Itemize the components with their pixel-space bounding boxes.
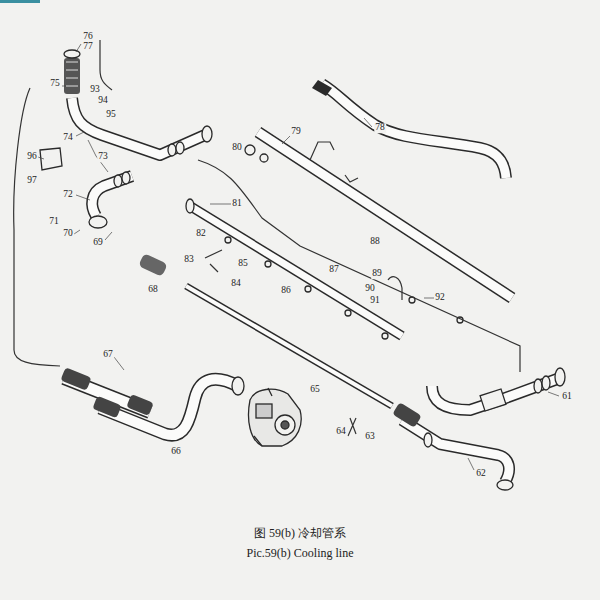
callout-number: 70: [62, 229, 74, 239]
callout-number: 62: [475, 469, 487, 479]
callout-number: 88: [369, 237, 381, 247]
callout-number: 87: [328, 265, 340, 275]
callout-number: 81: [231, 199, 243, 209]
callout-number: 93: [89, 85, 101, 95]
callout-number: 85: [237, 259, 249, 269]
callout-number: 90: [364, 284, 376, 294]
callout-number: 65: [309, 385, 321, 395]
callout-number: 76: [82, 32, 94, 42]
tubes: [64, 84, 560, 482]
callout-number: 77: [82, 42, 94, 52]
callout-number: 67: [102, 350, 114, 360]
callout-number: 61: [561, 392, 573, 402]
figure-caption: 图 59(b) 冷却管系: [254, 525, 346, 542]
callout-number: 82: [195, 229, 207, 239]
callout-number: 89: [371, 269, 383, 279]
thin-lines: [14, 40, 520, 436]
callout-number: 71: [48, 217, 60, 227]
callout-number: 83: [183, 255, 195, 265]
callout-number: 96: [26, 152, 38, 162]
leader-lines: [38, 44, 559, 470]
callout-number: 63: [364, 432, 376, 442]
callout-number: 92: [434, 293, 446, 303]
pump-symbol: [249, 388, 302, 446]
callout-number: 68: [147, 285, 159, 295]
callout-number: 84: [230, 279, 242, 289]
callout-number: 64: [335, 427, 347, 437]
callout-number: 69: [92, 238, 104, 248]
caption-english: Pic.59(b) Cooling line: [247, 546, 354, 561]
callout-number: 74: [62, 133, 74, 143]
callout-number: 78: [374, 123, 386, 133]
flanges-and-clamps: [40, 50, 565, 490]
callout-number: 95: [105, 110, 117, 120]
callout-number: 66: [170, 447, 182, 457]
callout-number: 91: [369, 296, 381, 306]
callout-number: 75: [49, 79, 61, 89]
callout-number: 73: [97, 152, 109, 162]
callout-number: 97: [26, 176, 38, 186]
hose-ends: [60, 58, 421, 428]
callout-number: 80: [231, 143, 243, 153]
page-edge-strip: [0, 0, 40, 3]
callout-number: 79: [290, 127, 302, 137]
callout-number: 94: [97, 96, 109, 106]
callout-number: 72: [62, 190, 74, 200]
callout-number: 86: [280, 286, 292, 296]
